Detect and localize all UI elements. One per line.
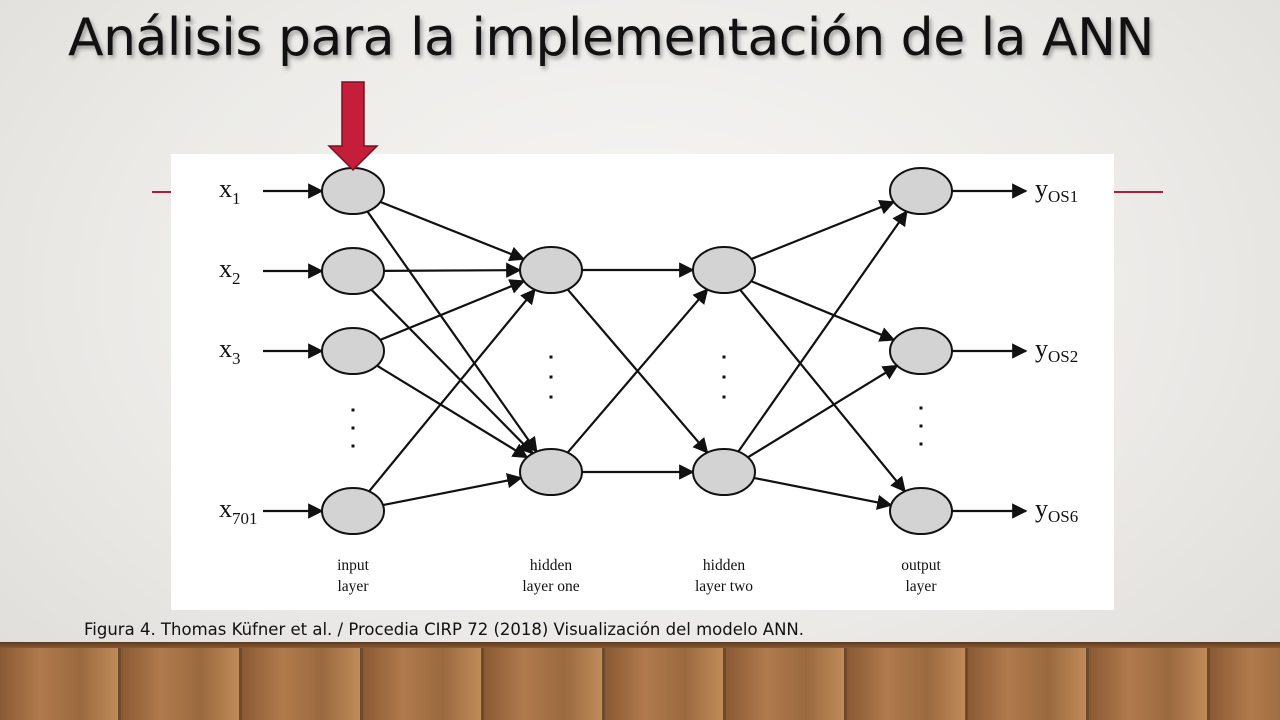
ellipsis-dot-1-2 <box>549 395 553 399</box>
layer-label-input-line2: layer <box>338 578 370 595</box>
output-label-1: yOS1 <box>1035 174 1078 206</box>
ann-diagram: x1 x2 x3 x701 yOS1 yOS2 yOS6 input layer hidden la… <box>219 167 1078 595</box>
ellipsis-dot-0-2 <box>351 444 355 448</box>
ellipsis-dot-1-1 <box>549 375 553 379</box>
neuron-input-4 <box>321 487 385 535</box>
connection-arrow-input-2-to-hidden1-1 <box>376 364 529 459</box>
neuron-input-3 <box>321 327 385 375</box>
ellipsis-dot-0-0 <box>351 408 355 412</box>
connection-arrow-hidden2-0-to-output-0 <box>750 199 896 261</box>
input-label-3: x3 <box>219 334 241 368</box>
ellipsis-dot-2-2 <box>722 395 726 399</box>
floor-edge <box>0 642 1280 648</box>
ellipsis-dot-2-0 <box>722 355 726 359</box>
accent-line-left <box>152 191 172 193</box>
layer-label-hidden1-line1: hidden <box>530 557 572 574</box>
neuron-input-1 <box>321 167 385 215</box>
ellipsis-dots <box>351 355 923 448</box>
neuron-input-2 <box>321 247 385 295</box>
connection-arrow-input-2-to-hidden1-0 <box>379 279 526 341</box>
ellipsis-dot-2-1 <box>722 375 726 379</box>
connection-arrow-input-1-to-hidden1-0 <box>383 262 522 278</box>
input-label-2: x2 <box>219 254 241 288</box>
wood-floor <box>0 642 1280 720</box>
neuron-hidden1-1 <box>519 246 583 294</box>
diagram-labels: x1 x2 x3 x701 yOS1 yOS2 yOS6 input layer hidden la… <box>219 174 1078 595</box>
neuron-hidden2-2 <box>692 448 756 496</box>
neuron-hidden1-2 <box>519 448 583 496</box>
layer-label-output-line1: output <box>901 557 941 574</box>
ellipsis-dot-3-1 <box>919 424 923 428</box>
connection-arrow-input-1-to-hidden1-1 <box>370 288 534 455</box>
layer-label-input-line1: input <box>337 557 370 574</box>
neuron-output-3 <box>889 487 953 535</box>
neuron-output-2 <box>889 327 953 375</box>
ellipsis-dot-3-2 <box>919 442 923 446</box>
ann-figure: x1 x2 x3 x701 yOS1 yOS2 yOS6 input layer hidden la… <box>171 154 1114 610</box>
neuron-nodes <box>321 167 953 535</box>
layer-label-hidden2-line2: layer two <box>695 578 753 595</box>
layer-label-output-line2: layer <box>906 578 938 595</box>
slide-title: Análisis para la implementación de la AN… <box>68 8 1154 68</box>
layer-label-hidden1-line2: layer one <box>522 578 579 595</box>
connection-arrow-hidden1-1-to-hidden2-0 <box>566 288 709 454</box>
connection-arrow-input-3-to-hidden1-0 <box>368 288 536 493</box>
output-label-2: yOS2 <box>1035 334 1078 366</box>
accent-line-right <box>1113 191 1163 193</box>
neuron-hidden2-1 <box>692 246 756 294</box>
connection-arrow-hidden2-0-to-output-1 <box>750 280 896 342</box>
connection-arrow-hidden2-1-to-output-0 <box>737 210 908 453</box>
ellipsis-dot-1-0 <box>549 355 553 359</box>
ellipsis-dot-0-1 <box>351 426 355 430</box>
figure-caption: Figura 4. Thomas Küfner et al. / Procedi… <box>84 620 805 639</box>
connection-arrow-input-0-to-hidden1-0 <box>379 200 526 262</box>
ellipsis-dot-3-0 <box>919 406 923 410</box>
connection-arrows <box>263 183 1028 519</box>
connection-arrow-input-0-to-hidden1-1 <box>366 210 538 453</box>
neuron-output-1 <box>889 167 953 215</box>
connection-arrow-input-3-to-hidden1-1 <box>382 473 523 507</box>
layer-label-hidden2-line1: hidden <box>703 557 745 574</box>
connection-arrow-hidden2-0-to-output-2 <box>739 288 906 493</box>
connection-arrow-hidden2-1-to-output-2 <box>753 476 893 510</box>
input-label-1: x1 <box>219 174 241 208</box>
input-label-4: x701 <box>219 494 258 528</box>
connection-arrow-hidden2-1-to-output-1 <box>747 364 899 459</box>
output-label-3: yOS6 <box>1035 494 1078 526</box>
